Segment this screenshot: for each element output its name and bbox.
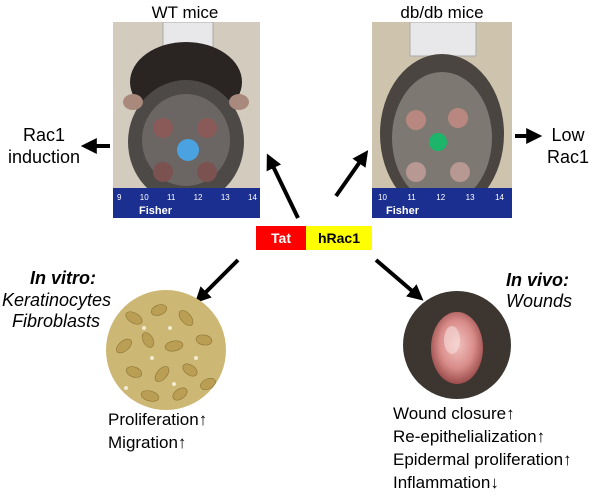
dbdb-ruler: Fisher 10 11 12 13 14 (372, 188, 512, 218)
dbdb-marker-dot (429, 133, 447, 151)
dbdb-ruler-tick: 10 (378, 193, 387, 202)
wt-ruler-brand: Fisher (139, 205, 173, 217)
tat-segment: Tat (256, 226, 306, 250)
dbdb-ruler-brand: Fisher (386, 205, 420, 217)
arrow-to-wt (266, 153, 300, 219)
dbdb-effect-label: Low Rac1 (546, 125, 590, 167)
wt-ruler-tick: 12 (193, 193, 203, 202)
dbdb-mouse-photo: Fisher 10 11 12 13 14 (372, 22, 512, 218)
in-vitro-outcomes: Proliferation↑ Migration↑ (108, 410, 208, 452)
in-vitro-cell-type: Fibroblasts (12, 311, 101, 331)
wound-image (402, 290, 512, 400)
wt-ruler-tick: 13 (220, 193, 230, 202)
wt-ruler-tick: 11 (166, 193, 176, 202)
dbdb-ruler-tick: 11 (407, 193, 416, 202)
wt-marker-dot (177, 139, 199, 161)
dbdb-ruler-tick: 14 (495, 193, 504, 202)
arrow-to-dbdb (334, 150, 369, 198)
wt-ruler: Fisher 9 10 11 12 13 14 (113, 188, 260, 218)
wt-ruler-tick: 10 (139, 193, 149, 202)
wt-ruler-tick: 9 (117, 193, 122, 202)
in-vivo-outcomes: Wound closure↑ Re-epithelialization↑ Epi… (393, 404, 572, 492)
in-vitro-heading: In vitro: (30, 268, 96, 288)
wt-ruler-tick: 14 (248, 193, 257, 202)
wt-title: WT mice (151, 3, 219, 22)
arrow-to-in-vivo (374, 258, 424, 301)
hrac1-segment: hRac1 (306, 226, 372, 250)
dbdb-ruler-tick: 12 (436, 193, 446, 202)
dbdb-ruler-tick: 13 (465, 193, 475, 202)
wt-mouse-photo: Fisher 9 10 11 12 13 14 (113, 22, 260, 218)
wt-effect-label: Rac1 induction (7, 125, 81, 167)
in-vivo-heading: In vivo: (506, 270, 570, 290)
in-vivo-subject: Wounds (506, 291, 573, 311)
dbdb-title: db/db mice (400, 3, 484, 22)
arrow-to-in-vitro (194, 258, 240, 304)
in-vitro-cell-type: Keratinocytes (2, 290, 112, 310)
cell-culture-image (104, 288, 228, 412)
